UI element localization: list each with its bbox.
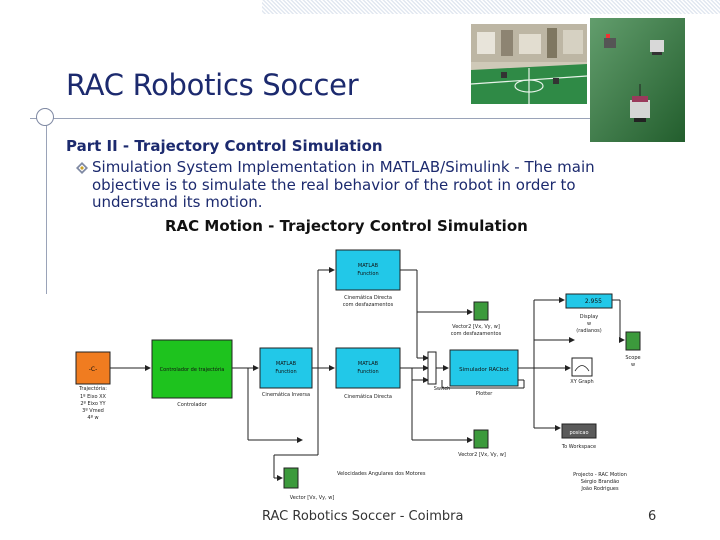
workspace-block-text: posicao [569,430,588,436]
bullet-text: Simulation System Implementation in MATL… [92,158,595,211]
page-number: 6 [648,509,657,524]
vector-offset-label-1: Vector2 [Vx, Vy, w] [452,324,500,330]
display-block [565,293,613,309]
trajectory-label-0: Trajectória: [78,385,107,392]
diagram-subtitle: RAC Motion - Trajectory Control Simulati… [165,217,528,235]
switch-label: Switch [434,386,451,392]
motor-speed-label: Velocidades Angulares dos Motores [337,471,426,477]
simulator-block-text: Simulador RACbot [459,367,510,373]
workspace-label: To Workspace [561,444,596,450]
xy-graph-block [571,357,593,377]
direct-offset-label-2: com desfazamentos [343,302,394,308]
direct-offset-matlab-line2: Function [357,271,378,277]
scope-label-1: Scope [625,355,640,361]
vector-offset-label-2: com desfazamentos [451,331,502,337]
vector2-scope [473,429,489,449]
trajectory-label-2: 2º Eixo YY [80,401,106,407]
to-workspace-block [561,423,597,439]
credit-line-0: Projecto - RAC Motion [573,472,627,478]
section-heading: Part II - Trajectory Control Simulation [66,137,383,155]
inverse-matlab-line1: MATLAB [276,361,297,367]
inverse-matlab-line2: Function [275,369,296,375]
trajectory-label-3: 3º Vmed [82,408,104,414]
xy-graph-label: XY Graph [570,379,593,385]
accent-circle [36,108,54,126]
direct-kinematics-block [335,347,401,389]
display-label-2: w [587,321,591,327]
slide-title: RAC Robotics Soccer [66,68,359,102]
direct-offset-label-1: Cinemática Directa [344,294,392,301]
display-label-3: (radianos) [576,328,602,334]
motor-speed-scope [283,467,299,489]
constant-value: -C- [89,366,98,373]
display-label-1: Display [580,314,598,320]
switch-block [427,351,437,385]
trajectory-label-1: 1º Eixo XX [80,394,107,400]
credit-line-1: Sérgio Brandão [581,478,619,485]
credit-line-2: João Rodrigues [580,486,619,492]
footer-text: RAC Robotics Soccer - Coimbra [262,509,464,524]
simulator-block [449,349,519,387]
title-divider [30,118,615,119]
direct-matlab-line1: MATLAB [358,361,379,367]
direct-offset-matlab-line1: MATLAB [358,263,379,269]
inverse-kinematics-label: Cinemática Inversa [262,391,310,398]
direct-kinematics-offset-block [335,249,401,291]
robots-photo [590,18,685,142]
diamond-bullet-icon [76,162,88,174]
vector-offset-scope [473,301,489,321]
inverse-kinematics-block [259,347,313,389]
controller-block-text: Controlador de trajectória [160,366,225,373]
vector-label: Vector [Vx, Vy, w] [290,495,335,501]
scope-w-block [625,331,641,351]
direct-kinematics-label: Cinemática Directa [344,393,392,400]
simulink-diagram: -C- Trajectória: 1º Eixo XX 2º Eixo YY 3… [75,249,641,501]
display-value: 2.955 [585,298,602,305]
left-accent-line [46,108,47,294]
trajectory-label-4: 4º w [87,415,98,421]
controller-label: Controlador [177,402,207,408]
direct-matlab-line2: Function [357,369,378,375]
field-photo [471,24,587,104]
plotter-label: Plotter [476,391,493,397]
vector2-label: Vector2 [Vx, Vy, w] [458,452,506,458]
controller-block [151,339,233,399]
header-pattern [262,0,720,14]
scope-label-2: w [631,362,635,368]
constant-block [75,351,111,385]
